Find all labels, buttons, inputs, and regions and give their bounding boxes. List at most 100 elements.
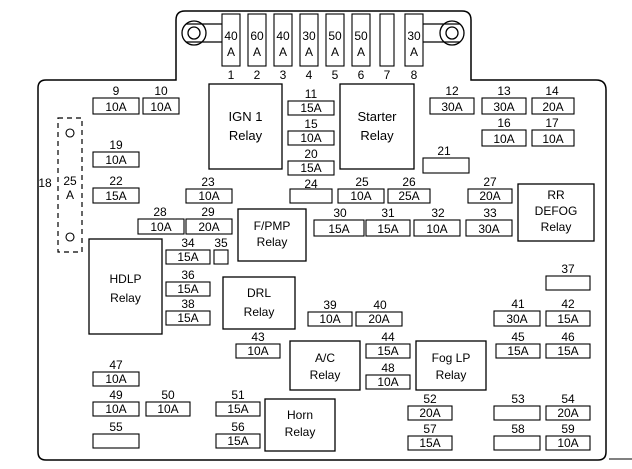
fuse-26-box <box>387 188 431 204</box>
fuse-41-number: 41 <box>511 297 525 311</box>
ac-relay-box <box>289 340 361 391</box>
fuse-28-number: 28 <box>153 205 167 219</box>
fuse-9-rating: 10A <box>105 100 126 114</box>
maxi-fuse-3-box <box>273 13 293 67</box>
fuse-50-number: 50 <box>161 388 175 402</box>
fuse-58-number: 58 <box>511 422 525 436</box>
fuse-27-number: 27 <box>483 175 497 189</box>
fuse-23-rating: 10A <box>198 189 219 203</box>
fpmp-relay-label: Relay <box>257 235 288 249</box>
fuse-47-number: 47 <box>109 358 123 372</box>
fuse-41-rating: 30A <box>506 312 527 326</box>
fuse-14-number: 14 <box>545 84 559 98</box>
fuse-49-box <box>92 401 140 417</box>
drl-relay-label: Relay <box>244 305 275 319</box>
fuse-43-number: 43 <box>251 330 265 344</box>
fuse-29-number: 29 <box>201 205 215 219</box>
horn-relay-label: Relay <box>285 425 316 439</box>
fuse-11-box <box>287 100 335 116</box>
fuse-54-box <box>545 405 591 421</box>
fuse-46-rating: 15A <box>557 344 578 358</box>
ac-relay-label: A/C <box>315 351 335 365</box>
maxi-fuse-5-number: 5 <box>332 68 339 82</box>
fuse-45-rating: 15A <box>507 344 528 358</box>
fuse-31-number: 31 <box>381 206 395 220</box>
maxi-fuse-7-box <box>379 13 395 67</box>
fuse-16-number: 16 <box>497 116 511 130</box>
connector-18-rating: 25 <box>63 174 77 188</box>
fuse-15-box <box>287 130 335 146</box>
fuse-9-box <box>92 97 140 115</box>
fuse-53-box <box>493 405 541 421</box>
foglp-relay-label: Fog LP <box>432 351 471 365</box>
fuse-35-box <box>213 249 229 265</box>
fuse-56-box <box>215 433 261 449</box>
maxi-fuse-2-rating: 60 <box>250 29 264 43</box>
fuse-53-number: 53 <box>511 392 525 406</box>
fuse-45-number: 45 <box>511 330 525 344</box>
maxi-fuse-5-rating: 50 <box>328 29 342 43</box>
fuse-56-number: 56 <box>231 420 245 434</box>
fuse-32-rating: 10A <box>426 222 447 236</box>
fuse-38-box <box>165 310 211 326</box>
fuse-15-number: 15 <box>304 117 318 131</box>
fuse-12-box <box>429 97 475 115</box>
fuse-26-rating: 25A <box>398 189 419 203</box>
starter-relay-label: Starter <box>357 109 397 124</box>
fuse-57-rating: 15A <box>419 436 440 450</box>
fuse-9-number: 9 <box>113 84 120 98</box>
fuse-37-number: 37 <box>561 262 575 276</box>
fuse-39-number: 39 <box>323 298 337 312</box>
fpmp-relay-label: F/PMP <box>254 219 291 233</box>
connector-pin-bottom <box>65 232 75 242</box>
fuse-17-number: 17 <box>545 116 559 130</box>
fuse-22-rating: 15A <box>105 189 126 203</box>
fuse-11-number: 11 <box>305 87 318 101</box>
fuse-10-number: 10 <box>154 84 168 98</box>
starter-relay-label: Relay <box>360 128 394 143</box>
fuse-24-box <box>289 188 333 204</box>
fuse-51-box <box>215 401 261 417</box>
fuse-36-number: 36 <box>181 268 195 282</box>
fpmp-relay-box <box>237 208 307 262</box>
fuse-50-rating: 10A <box>157 402 178 416</box>
fuse-14-box <box>531 97 575 115</box>
fuse-14-rating: 20A <box>542 100 563 114</box>
fuse-46-box <box>545 343 591 359</box>
ign1-relay-label: Relay <box>229 128 263 143</box>
drl-relay-label: DRL <box>247 286 271 300</box>
fuse-15-rating: 10A <box>300 131 321 145</box>
fuse-25-box <box>337 188 385 204</box>
fuse-39-rating: 10A <box>319 312 340 326</box>
fuse-26-number: 26 <box>402 175 416 189</box>
fuse-38-number: 38 <box>181 297 195 311</box>
fuse-33-number: 33 <box>483 206 497 220</box>
fuse-19-box <box>92 151 140 168</box>
fuse-57-number: 57 <box>423 422 437 436</box>
fuse-46-number: 46 <box>561 330 575 344</box>
fuse-52-rating: 20A <box>419 406 440 420</box>
maxi-fuse-1-rating: 40 <box>224 29 238 43</box>
fuse-24-number: 24 <box>304 177 318 191</box>
fuse-45-box <box>495 343 541 359</box>
fuse-34-box <box>165 249 211 265</box>
maxi-fuse-3-rating: A <box>279 45 287 59</box>
connector-18-number: 18 <box>38 176 52 190</box>
fuse-52-number: 52 <box>423 392 437 406</box>
maxi-fuse-3-number: 3 <box>280 68 287 82</box>
fuse-19-rating: 10A <box>105 153 126 167</box>
fuse-11-rating: 15A <box>300 101 321 115</box>
fuse-40-number: 40 <box>373 298 387 312</box>
maxi-fuse-7-number: 7 <box>384 68 391 82</box>
fuse-30-box <box>313 219 365 237</box>
fuse-20-number: 20 <box>304 147 318 161</box>
rr-defog-relay-box <box>517 183 595 242</box>
fuse-27-box <box>467 188 513 204</box>
fuse-54-rating: 20A <box>557 406 578 420</box>
fuse-44-number: 44 <box>381 330 395 344</box>
fuse-59-number: 59 <box>561 422 575 436</box>
fuse-55-box <box>92 433 140 449</box>
fuse-10-box <box>142 97 180 115</box>
hdlp-relay-box <box>88 238 163 335</box>
maxi-fuse-2-rating: A <box>253 45 261 59</box>
